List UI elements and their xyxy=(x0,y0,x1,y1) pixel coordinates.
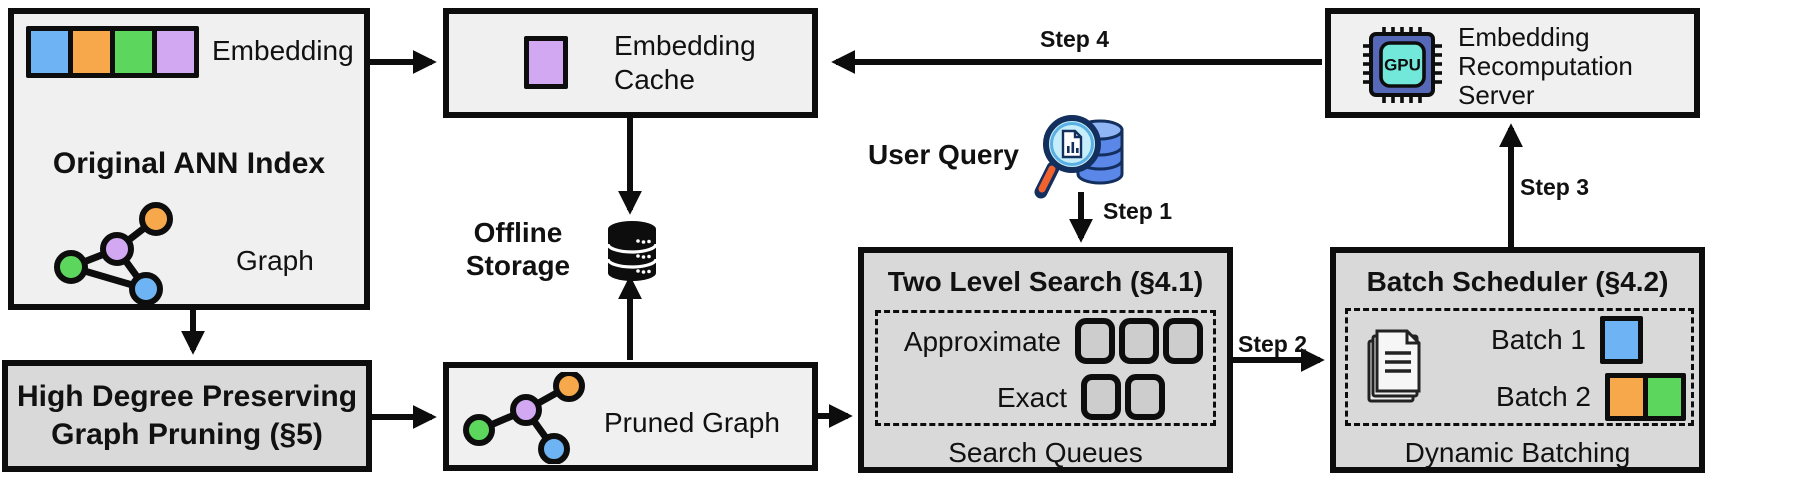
recomputation-server-box: GPU Embedding Recomputation Server xyxy=(1325,8,1700,118)
batch-1-embedding-icon xyxy=(1600,315,1643,364)
embedding-cell-orange xyxy=(73,31,110,73)
cache-cell-purple xyxy=(529,41,563,84)
graph-pruning-box: High Degree Preserving Graph Pruning (§5… xyxy=(2,360,372,472)
cached-embedding-icon xyxy=(524,36,568,89)
offline-storage-label: Offline Storage xyxy=(465,217,571,281)
exact-queue-row: Exact xyxy=(878,369,1213,425)
two-level-search-box: Two Level Search (§4.1) Approximate Exac… xyxy=(858,247,1233,473)
batch-2-label: Batch 2 xyxy=(1496,381,1591,412)
step-2-label: Step 2 xyxy=(1238,331,1308,357)
query-magnifier-database-icon xyxy=(1034,115,1124,199)
graph-pruning-label: High Degree Preserving Graph Pruning (§5… xyxy=(16,380,358,451)
gpu-chip-text: GPU xyxy=(1384,56,1421,75)
user-query-label: User Query xyxy=(868,139,1019,170)
embedding-cache-label: Embedding Cache xyxy=(614,30,756,95)
dynamic-batching-footer: Dynamic Batching xyxy=(1404,437,1631,468)
step-1-label: Step 1 xyxy=(1103,198,1173,224)
embedding-cell-blue xyxy=(31,31,68,73)
batch-1-row: Batch 1 xyxy=(1348,311,1691,368)
recomputation-server-label: Embedding Recomputation Server xyxy=(1458,22,1633,110)
embedding-vector-icon xyxy=(26,26,199,78)
approximate-queue-slots-icon xyxy=(1075,318,1203,364)
pruned-graph-icon xyxy=(463,372,585,464)
embedding-cache-box: Embedding Cache xyxy=(443,8,818,118)
original-ann-index-title: Original ANN Index xyxy=(52,147,326,180)
graph-icon xyxy=(54,202,173,306)
batch-1-label: Batch 1 xyxy=(1491,324,1586,355)
exact-label: Exact xyxy=(996,381,1067,413)
graph-label: Graph xyxy=(236,245,314,276)
batch-2-row: Batch 2 xyxy=(1348,368,1691,425)
step-4-label: Step 4 xyxy=(1040,26,1110,52)
approximate-label: Approximate xyxy=(903,325,1061,357)
approximate-queue-row: Approximate xyxy=(878,313,1213,369)
pruned-graph-box: Pruned Graph xyxy=(443,362,818,471)
batch-2-embeddings-icon xyxy=(1605,372,1686,421)
embedding-cell-purple xyxy=(157,31,194,73)
database-icon xyxy=(606,221,658,281)
search-queues-panel: Approximate Exact xyxy=(875,310,1216,426)
search-queues-footer: Search Queues xyxy=(948,437,1143,468)
embedding-label: Embedding xyxy=(212,35,354,66)
documents-icon xyxy=(1367,329,1421,403)
dynamic-batching-panel: Batch 1 Batch 2 xyxy=(1345,308,1694,426)
exact-queue-slots-icon xyxy=(1081,374,1165,420)
step-3-label: Step 3 xyxy=(1520,174,1590,200)
original-ann-index-box: Embedding Original ANN Index Graph xyxy=(8,8,370,310)
batch-scheduler-box: Batch Scheduler (§4.2) Batch 1 Batch 2 xyxy=(1330,247,1705,473)
batch-scheduler-title: Batch Scheduler (§4.2) xyxy=(1366,266,1669,297)
two-level-search-title: Two Level Search (§4.1) xyxy=(887,266,1204,297)
gpu-chip-icon: GPU xyxy=(1363,27,1442,103)
pruned-graph-label: Pruned Graph xyxy=(604,407,780,438)
embedding-cell-green xyxy=(115,31,152,73)
